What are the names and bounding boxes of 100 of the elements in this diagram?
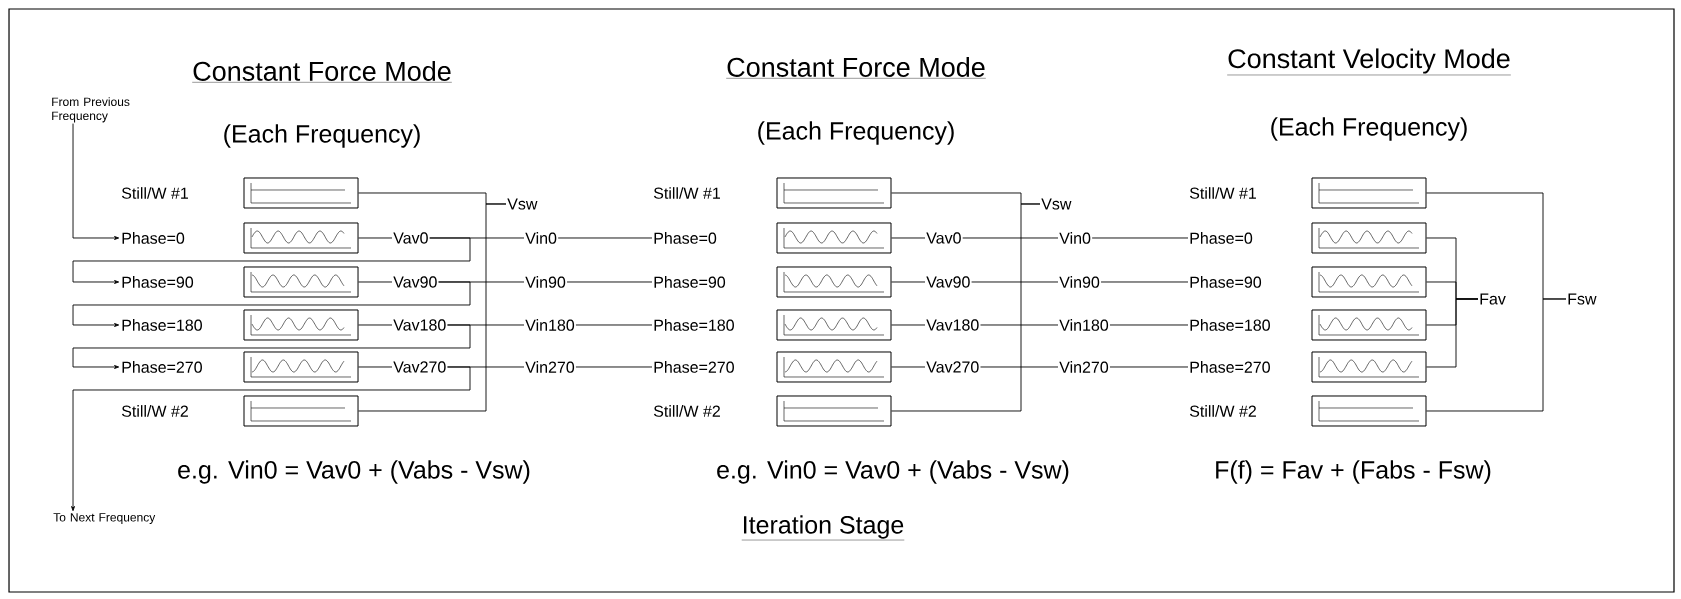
connector-line (1091, 237, 1189, 239)
signal-label: Phase=0 (654, 232, 717, 244)
arrow (72, 281, 471, 327)
connector-line (557, 237, 653, 239)
signal-label: Still/W #1 (653, 187, 720, 199)
waveform-box (776, 309, 892, 341)
signal-label: Phase=180 (654, 319, 734, 331)
mode-title: Constant Force Mode (192, 61, 453, 83)
signal-label: Phase=270 (654, 361, 734, 373)
subtitle: (Each Frequency) (224, 124, 420, 148)
connector-line (358, 281, 393, 283)
signal-label: Vav270 (393, 361, 446, 373)
waveform-box (1311, 309, 1427, 341)
mode-title: Constant Velocity Mode (1227, 48, 1512, 76)
bracket-label: Fsw (1568, 293, 1597, 305)
waveform-box (776, 351, 892, 383)
connector-line (891, 237, 926, 239)
connector-line (566, 281, 653, 283)
arrow (72, 324, 471, 369)
connector-line (971, 281, 1059, 283)
bracket-label: Fav (1480, 293, 1506, 305)
connector-line (575, 366, 653, 368)
subtitle: (Each Frequency) (1271, 117, 1467, 141)
waveform-box (243, 309, 359, 341)
equation: e.g. Vin0 = Vav0 + (Vabs - Vsw) (178, 460, 530, 484)
waveform-box (1311, 266, 1427, 298)
connector-line (358, 324, 393, 326)
mode-title: Constant Force Mode (726, 57, 987, 79)
signal-label: Vin270 (1059, 361, 1109, 373)
stage-title: Iteration Stage (741, 515, 905, 541)
connector-line (962, 237, 1059, 239)
arrow (72, 237, 471, 284)
note-text: To Next Frequency (53, 513, 156, 524)
signal-label: Vin180 (1059, 319, 1109, 331)
connector-line (358, 237, 393, 239)
waveform-box (243, 395, 359, 427)
signal-label: Phase=180 (1190, 319, 1270, 331)
signal-label: Phase=0 (1190, 232, 1253, 244)
arrow (71, 366, 471, 512)
signal-label: Still/W #1 (121, 187, 188, 199)
connector-line (438, 281, 525, 283)
connector-line (447, 366, 525, 368)
signal-label: Vin180 (525, 319, 575, 331)
signal-label: Vav180 (393, 319, 446, 331)
signal-label: Still/W #2 (121, 405, 188, 417)
connector-line (575, 324, 653, 326)
bracket-label: Vsw (1041, 198, 1072, 210)
connector-line (1426, 298, 1479, 368)
signal-label: Vav90 (926, 276, 970, 288)
waveform-box (1311, 395, 1427, 427)
connector-line (891, 281, 926, 283)
signal-label: Vin270 (525, 361, 575, 373)
signal-label: Phase=270 (1190, 361, 1270, 373)
signal-label: Phase=180 (122, 319, 202, 331)
signal-label: Vin0 (525, 232, 557, 244)
waveform-box (776, 177, 892, 209)
signal-label: Vav0 (393, 232, 428, 244)
connector-line (980, 324, 1059, 326)
waveform-box (1311, 177, 1427, 209)
signal-label: Still/W #2 (1189, 405, 1256, 417)
note-text: From Previous Frequency (52, 97, 130, 123)
connector-line (358, 203, 507, 412)
signal-label: Phase=90 (122, 276, 194, 288)
connector-line (891, 366, 926, 368)
connector-line (891, 324, 926, 326)
connector-line (429, 237, 525, 239)
signal-label: Phase=90 (1190, 276, 1262, 288)
connector-line (447, 324, 525, 326)
signal-label: Still/W #2 (653, 405, 720, 417)
signal-label: Vav0 (926, 232, 961, 244)
signal-label: Vin90 (1059, 276, 1100, 288)
waveform-box (1311, 222, 1427, 254)
waveform-box (243, 266, 359, 298)
signal-label: Vav90 (393, 276, 437, 288)
waveform-box (243, 351, 359, 383)
signal-label: Vin90 (525, 276, 566, 288)
connector-line (1100, 281, 1189, 283)
signal-label: Vin0 (1059, 232, 1091, 244)
waveform-box (243, 222, 359, 254)
signal-label: Phase=0 (122, 232, 185, 244)
waveform-box (776, 266, 892, 298)
waveform-box (776, 222, 892, 254)
bracket-label: Vsw (507, 198, 538, 210)
connector-line (891, 203, 1041, 412)
equation: e.g. Vin0 = Vav0 + (Vabs - Vsw) (717, 460, 1069, 484)
arrow (72, 123, 120, 240)
waveform-box (776, 395, 892, 427)
signal-label: Vav270 (926, 361, 979, 373)
connector-line (358, 366, 393, 368)
signal-label: Vav180 (926, 319, 979, 331)
connector-line (1109, 366, 1189, 368)
connector-line (980, 366, 1059, 368)
signal-label: Still/W #1 (1189, 187, 1256, 199)
signal-label: Phase=270 (122, 361, 202, 373)
waveform-box (1311, 351, 1427, 383)
signal-label: Phase=90 (654, 276, 726, 288)
equation: F(f) = Fav + (Fabs - Fsw) (1216, 460, 1491, 484)
connector-line (1426, 298, 1567, 412)
waveform-box (243, 177, 359, 209)
connector-line (1109, 324, 1189, 326)
